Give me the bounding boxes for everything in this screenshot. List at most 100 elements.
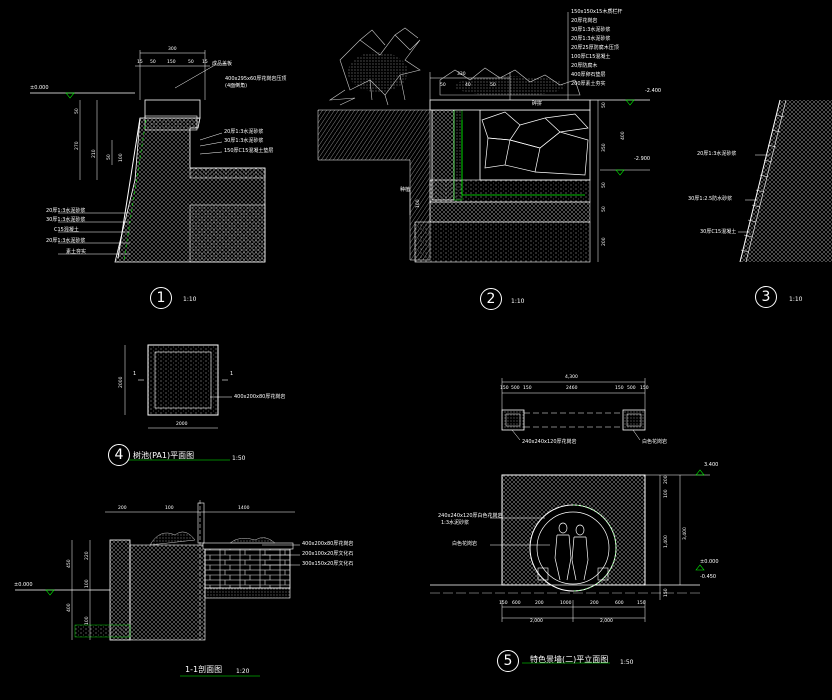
detail-4-title: 树池(PA1)平面图 bbox=[133, 451, 195, 460]
dim: 50 bbox=[75, 108, 80, 114]
detail-11-scale: 1:20 bbox=[236, 668, 250, 675]
note: 400厚卵石垫层 bbox=[571, 72, 606, 78]
dim: 40 bbox=[465, 83, 471, 88]
dim: 50 bbox=[602, 206, 607, 212]
dim: 500 bbox=[511, 386, 520, 391]
detail-3-number: 3 bbox=[755, 286, 777, 308]
dim: 150 bbox=[637, 601, 646, 606]
detail-11-title: 1-1剖面图 bbox=[185, 665, 223, 674]
elevation-label: 3.400 bbox=[704, 462, 719, 468]
detail-3-scale: 1:10 bbox=[789, 296, 803, 303]
detail-5-title: 特色景墙(二)平立面图 bbox=[530, 655, 609, 664]
dim: 2,000 bbox=[600, 619, 613, 624]
detail-2-scale: 1:10 bbox=[511, 298, 525, 305]
elevation-label: ±0.000 bbox=[30, 85, 49, 91]
dim: 450 bbox=[67, 559, 72, 568]
dim: 100 bbox=[416, 199, 421, 208]
dim: 15 bbox=[202, 60, 208, 65]
note: 20厚1:3水泥砂浆 bbox=[697, 151, 737, 157]
detail-2-number: 2 bbox=[480, 288, 502, 310]
dim: 50 bbox=[107, 154, 112, 160]
dim: 200 bbox=[664, 475, 669, 484]
elevation-label: ±0.000 bbox=[700, 559, 719, 565]
dim: 2460 bbox=[566, 386, 578, 391]
dim: 1,400 bbox=[664, 535, 669, 548]
dim: 3,400 bbox=[683, 527, 688, 540]
dim: 50 bbox=[602, 182, 607, 188]
dim: 50 bbox=[150, 60, 156, 65]
note: 20厚1:3水泥砂浆 bbox=[224, 129, 264, 135]
dim: 400 bbox=[67, 603, 72, 612]
note: 150x150x15木质栏杆 bbox=[571, 9, 623, 15]
dim: 600 bbox=[512, 601, 521, 606]
detail-1-section bbox=[30, 50, 266, 263]
note: 成品盖板 bbox=[212, 61, 233, 67]
dim: 200 bbox=[602, 237, 607, 246]
note: 300x150x20厚文化石 bbox=[302, 561, 354, 567]
detail-1-1-section bbox=[15, 500, 300, 677]
dim: 200 bbox=[590, 601, 599, 606]
elevation-label: -2.400 bbox=[645, 88, 662, 94]
note: 素土夯实 bbox=[66, 249, 87, 255]
dim: 220 bbox=[85, 551, 90, 560]
dim: 100 bbox=[664, 489, 669, 498]
dim: 150 bbox=[499, 601, 508, 606]
note: 白色花岗岩 bbox=[642, 439, 668, 445]
note: 30厚C15混凝土 bbox=[700, 229, 737, 235]
dim: 2,000 bbox=[530, 619, 543, 624]
note: 20厚1:3水泥砂浆 bbox=[46, 238, 86, 244]
dim: 100 bbox=[85, 579, 90, 588]
note: 200厚素土夯实 bbox=[571, 81, 606, 87]
dim: 270 bbox=[75, 141, 80, 150]
detail-2-section bbox=[317, 12, 650, 263]
note: 20厚防腐木 bbox=[571, 63, 598, 69]
note: 150厚C15混凝土垫层 bbox=[224, 148, 274, 154]
dim: 400 bbox=[621, 131, 626, 140]
dim: 2000 bbox=[176, 422, 188, 427]
dim: 100 bbox=[165, 506, 174, 511]
note: 30厚1:2.5防水砂浆 bbox=[688, 196, 733, 202]
detail-5-scale: 1:50 bbox=[620, 659, 634, 666]
dim: 210 bbox=[92, 149, 97, 158]
note: 30厚1:3水泥砂浆 bbox=[46, 217, 86, 223]
detail-4-scale: 1:50 bbox=[232, 455, 246, 462]
note: 30厚1:3水泥砂浆 bbox=[224, 138, 264, 144]
section-mark: 1 bbox=[230, 371, 234, 377]
elevation-label: -2.900 bbox=[634, 156, 651, 162]
dim: 500 bbox=[627, 386, 636, 391]
note: 200x100x20厚文化石 bbox=[302, 551, 354, 557]
dim: 50 bbox=[188, 60, 194, 65]
dim: 600 bbox=[615, 601, 624, 606]
detail-1-scale: 1:10 bbox=[183, 296, 197, 303]
note: 400x200x80厚花岗岩 bbox=[302, 541, 354, 547]
dim: 150 bbox=[640, 386, 649, 391]
dim: 200 bbox=[535, 601, 544, 606]
note: 碎拼 bbox=[532, 101, 543, 107]
note: 400x295x60厚花岗岩压顶 bbox=[225, 76, 287, 82]
note: 20厚1:3水泥砂浆 bbox=[46, 208, 86, 214]
note: 白色花岗岩 bbox=[452, 541, 478, 547]
detail-3-section bbox=[738, 99, 832, 263]
elevation-label: -0.450 bbox=[700, 574, 717, 580]
dim: 150 bbox=[167, 60, 176, 65]
detail-4-plan bbox=[124, 344, 232, 461]
detail-1-number: 1 bbox=[150, 287, 172, 309]
elevation-label: ±0.000 bbox=[14, 582, 33, 588]
note: 400x200x80厚花岗岩 bbox=[234, 394, 286, 400]
note: 种植 bbox=[400, 187, 411, 193]
dim: 50 bbox=[602, 102, 607, 108]
dim: 300 bbox=[168, 47, 177, 52]
dim: 150 bbox=[664, 588, 669, 597]
dim: 15 bbox=[137, 60, 143, 65]
dim: 200 bbox=[118, 506, 127, 511]
dim: 350 bbox=[602, 143, 607, 152]
note: 20厚25厚防腐木压顶 bbox=[571, 45, 619, 51]
dim: 330 bbox=[457, 72, 466, 77]
note: 240x240x120厚白色花岗岩 bbox=[438, 513, 503, 519]
note: 30厚1:3水泥砂浆 bbox=[571, 27, 611, 33]
dim: 50 bbox=[490, 83, 496, 88]
note: 20厚1:3水泥砂浆 bbox=[571, 36, 611, 42]
dim: 1400 bbox=[238, 506, 250, 511]
dim: 50 bbox=[440, 83, 446, 88]
